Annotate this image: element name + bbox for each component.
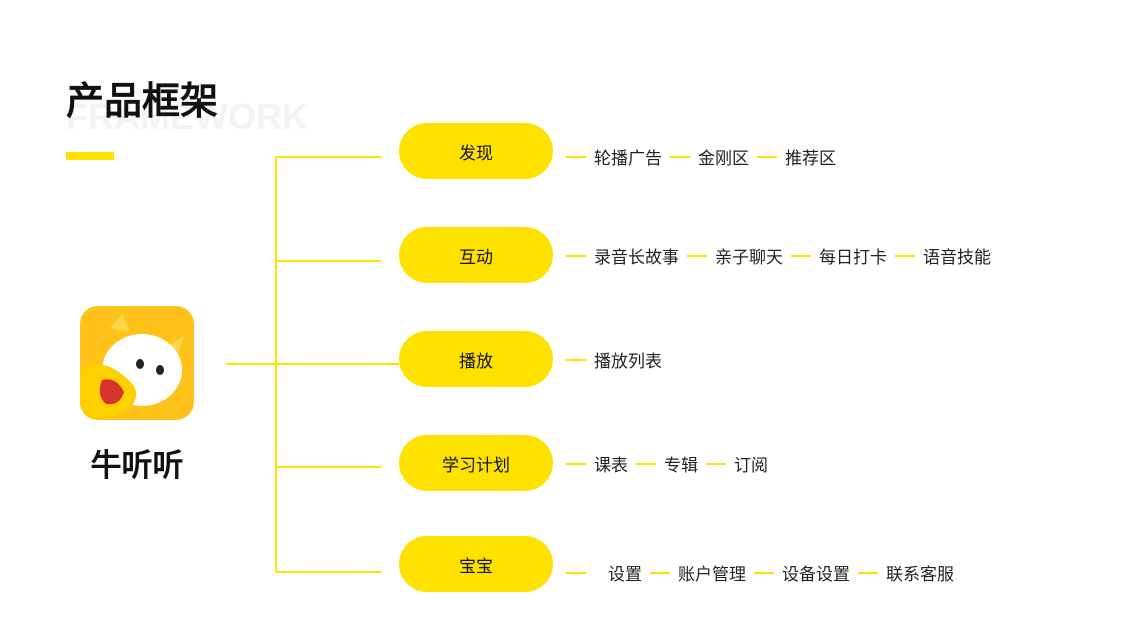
module-pill-baby: 宝宝 (399, 536, 553, 592)
feature-item: 每日打卡 (819, 248, 887, 268)
feature-row-interact: 录音长故事 亲子聊天 每日打卡 语音技能 (566, 243, 991, 268)
connector-dash (566, 254, 586, 257)
feature-row-study-plan: 课表 专辑 订阅 (566, 451, 768, 476)
page-title: 产品框架 (66, 79, 219, 123)
feature-item: 专辑 (664, 456, 698, 476)
module-pill-study-plan: 学习计划 (399, 435, 553, 491)
module-pill-play: 播放 (399, 331, 553, 387)
feature-item: 设置 (608, 565, 642, 585)
connector-dash (791, 254, 811, 257)
connector-dash (670, 155, 690, 158)
feature-row-baby: 设置 账户管理 设备设置 联系客服 (566, 560, 954, 585)
feature-item: 录音长故事 (594, 248, 679, 268)
connector-dash (858, 571, 878, 574)
app-name: 牛听听 (90, 448, 184, 484)
feature-item: 联系客服 (886, 565, 954, 585)
feature-item: 金刚区 (698, 149, 749, 169)
title-underline (66, 152, 114, 160)
connector-dash (566, 155, 586, 158)
module-pill-interact: 互动 (399, 227, 553, 283)
connector-dash (754, 571, 774, 574)
connector-dash (650, 571, 670, 574)
feature-item: 课表 (594, 456, 628, 476)
feature-item: 订阅 (734, 456, 768, 476)
connector-dash (757, 155, 777, 158)
feature-row-discover: 轮播广告 金刚区 推荐区 (566, 144, 836, 169)
feature-row-play: 播放列表 (566, 347, 662, 372)
connector-dash (566, 571, 586, 574)
feature-item: 亲子聊天 (715, 248, 783, 268)
connector-dash (566, 358, 586, 361)
connector-dash (687, 254, 707, 257)
connector-dash (566, 462, 586, 465)
feature-item: 语音技能 (923, 248, 991, 268)
feature-item: 轮播广告 (594, 149, 662, 169)
module-pill-discover: 发现 (399, 123, 553, 179)
title-background-text: FRAMEWORK (66, 96, 308, 137)
feature-item: 推荐区 (785, 149, 836, 169)
feature-item: 账户管理 (678, 565, 746, 585)
connector-dash (636, 462, 656, 465)
feature-item: 播放列表 (594, 352, 662, 372)
connector-dash (895, 254, 915, 257)
connector-dash (706, 462, 726, 465)
feature-item: 设备设置 (782, 565, 850, 585)
cartoon-cow-mascot-icon (80, 306, 194, 420)
